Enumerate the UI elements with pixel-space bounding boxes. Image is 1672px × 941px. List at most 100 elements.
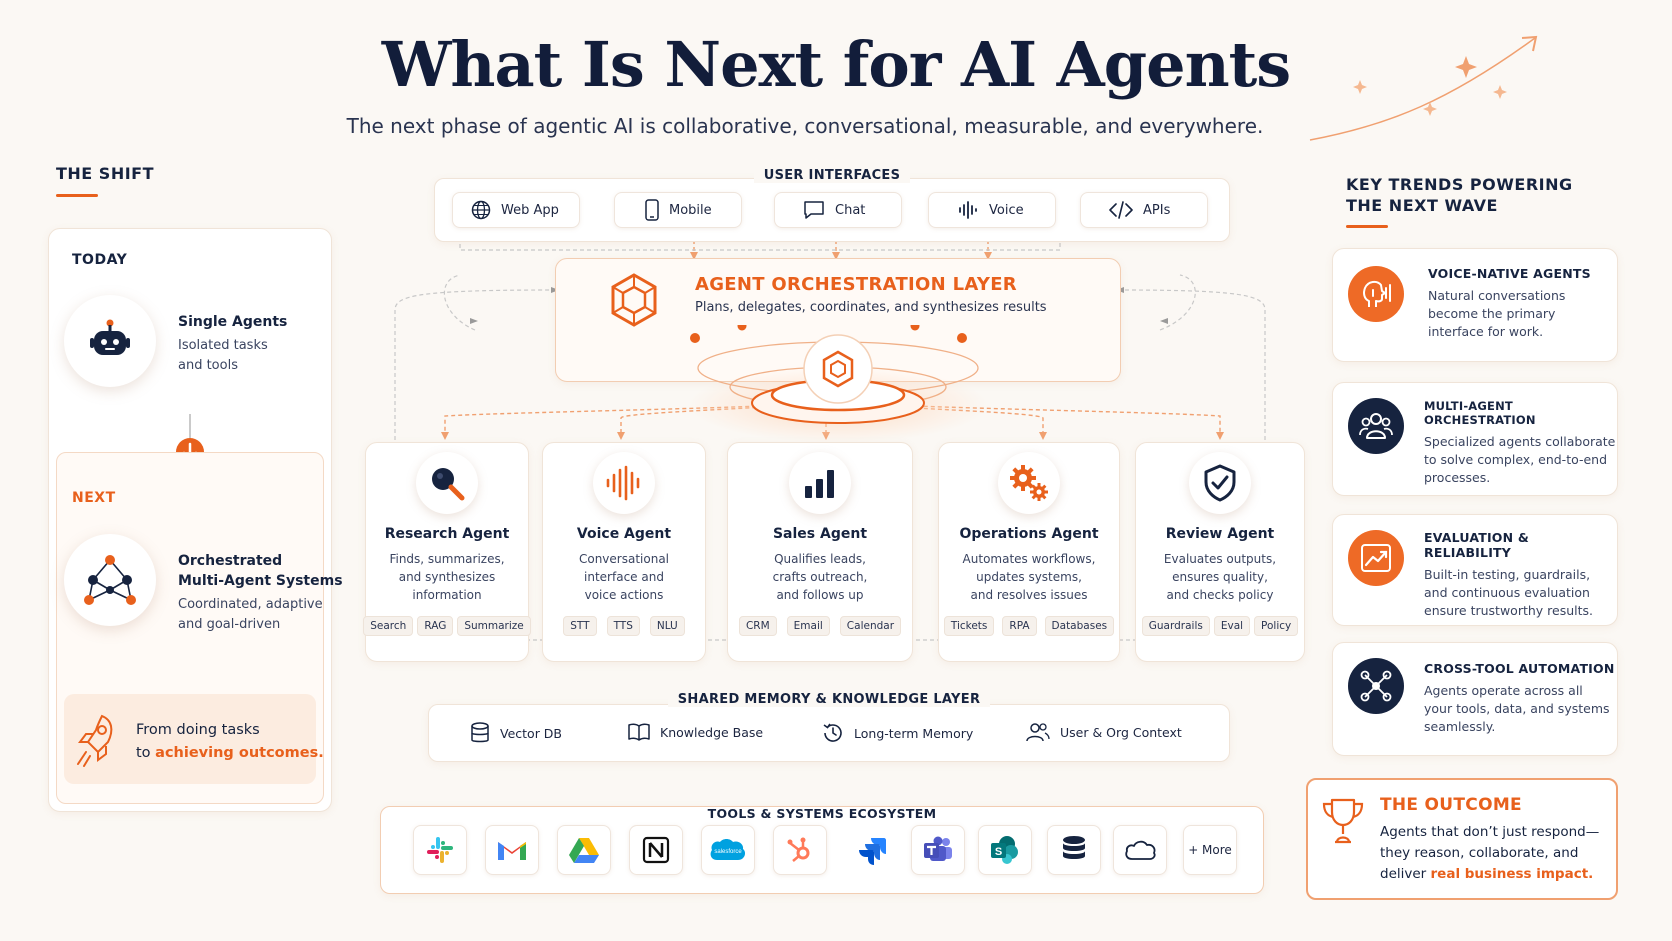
database-icon[interactable]: [1047, 825, 1101, 875]
trend-desc: seamlessly.: [1424, 719, 1496, 734]
interface-mobile[interactable]: Mobile: [614, 192, 742, 228]
agent-desc: voice actions: [584, 588, 664, 602]
hubspot-icon[interactable]: [773, 825, 827, 875]
agent-research: Research Agent Finds, summarizes, and syn…: [363, 442, 531, 652]
agent-desc: Evaluates outputs,: [1163, 552, 1277, 566]
next-label: NEXT: [72, 490, 116, 506]
trend-desc: Natural conversations: [1428, 288, 1566, 303]
team-icon: [1348, 398, 1404, 454]
memory-long-term[interactable]: Long-term Memory: [822, 722, 973, 744]
memory-label: Vector DB: [500, 725, 563, 741]
gears-icon: [998, 452, 1060, 514]
agent-desc: Automates workflows,: [962, 552, 1096, 566]
slack-icon[interactable]: [413, 825, 467, 875]
today-desc-2: and tools: [178, 358, 238, 373]
trend-title: CROSS-TOOL AUTOMATION: [1424, 661, 1615, 676]
code-icon: [1109, 201, 1133, 219]
database-icon: [471, 722, 489, 743]
today-desc-1: Isolated tasks: [178, 338, 268, 353]
memory-knowledge-base[interactable]: Knowledge Base: [628, 722, 763, 742]
agent-name: Voice Agent: [576, 526, 672, 542]
agent-name: Research Agent: [384, 526, 510, 542]
agent-name: Review Agent: [1165, 526, 1275, 542]
outcome-panel: [1306, 778, 1618, 900]
hexagon-logo-icon: [611, 273, 657, 327]
memory-heading: SHARED MEMORY & KNOWLEDGE LAYER: [428, 692, 1230, 707]
page-subtitle: The next phase of agentic AI is collabor…: [346, 114, 1264, 138]
trend-desc: and continuous evaluation: [1424, 585, 1590, 600]
tag-email: Email: [786, 616, 830, 636]
tag-databases: Databases: [1044, 616, 1115, 636]
shield-check-icon: [1189, 452, 1251, 514]
user-interfaces-heading: USER INTERFACES: [434, 168, 1230, 183]
tag-stt: STT: [563, 616, 597, 636]
interface-chat[interactable]: Chat: [774, 192, 902, 228]
interface-label: Mobile: [669, 202, 712, 218]
memory-vector-db[interactable]: Vector DB: [470, 722, 562, 744]
outcome-title: THE OUTCOME: [1380, 795, 1522, 815]
orchestration-hub-graphic: [688, 325, 988, 443]
salesforce-icon[interactable]: salesforce: [701, 825, 755, 875]
svg-text:S: S: [995, 846, 1002, 858]
next-desc-2: and goal-driven: [178, 617, 281, 632]
agent-desc: Qualifies leads,: [774, 552, 866, 566]
agent-desc: Finds, summarizes,: [389, 552, 505, 566]
outcome-text-2: they reason, collaborate, and: [1380, 845, 1579, 861]
agent-desc: updates systems,: [976, 570, 1082, 584]
next-desc-1: Coordinated, adaptive: [178, 597, 323, 612]
tag-search: Search: [363, 616, 414, 636]
tag-summarize: Summarize: [457, 616, 531, 636]
cloud-icon[interactable]: [1113, 825, 1167, 875]
voice-head-icon: [1348, 266, 1404, 322]
interface-apis[interactable]: APIs: [1080, 192, 1208, 228]
agent-desc: Conversational: [578, 552, 670, 566]
memory-label: Long-term Memory: [854, 725, 974, 741]
robot-icon: [64, 295, 156, 387]
tag-policy: Policy: [1254, 616, 1299, 636]
memory-user-org-context[interactable]: User & Org Context: [1026, 722, 1182, 742]
agent-sales: Sales Agent Qualifies leads,crafts outre…: [727, 442, 913, 652]
jira-icon[interactable]: [845, 825, 899, 875]
trend-title: VOICE-NATIVE AGENTS: [1428, 266, 1591, 281]
tag-calendar: Calendar: [839, 616, 902, 636]
rocket-icon: [77, 714, 113, 767]
chat-icon: [804, 201, 824, 219]
tag-guardrails: Guardrails: [1141, 616, 1210, 636]
trends-underline: [1346, 225, 1388, 228]
google-drive-icon[interactable]: [557, 825, 611, 875]
agent-desc: and synthesizes: [398, 570, 496, 584]
outcome-text-3a: deliver: [1380, 866, 1431, 882]
outcome-line-2b: achieving outcomes.: [155, 745, 324, 761]
tag-nlu: NLU: [649, 616, 685, 636]
agent-name: Sales Agent: [772, 526, 868, 542]
notion-icon[interactable]: [629, 825, 683, 875]
interface-web-app[interactable]: Web App: [452, 192, 580, 228]
agent-operations: Operations Agent Automates workflows,upd…: [938, 442, 1120, 652]
svg-text:salesforce: salesforce: [714, 849, 742, 855]
tools-heading: TOOLS & SYSTEMS ECOSYSTEM: [707, 806, 937, 821]
orchestration-desc: Plans, delegates, coordinates, and synth…: [695, 300, 1047, 315]
gmail-icon[interactable]: [485, 825, 539, 875]
trend-desc: ensure trustworthy results.: [1424, 603, 1594, 618]
growth-arrow-decoration: [1309, 35, 1538, 141]
microsoft-teams-icon[interactable]: [911, 825, 965, 875]
outcome-callout: [64, 694, 316, 784]
interface-voice[interactable]: Voice: [928, 192, 1056, 228]
agent-desc: and follows up: [776, 588, 864, 602]
sharepoint-icon[interactable]: S: [978, 825, 1032, 875]
agent-review: Review Agent Evaluates outputs, ensures q…: [1135, 442, 1305, 652]
today-title: Single Agents: [178, 314, 288, 330]
multi-agent-graph-icon: [64, 534, 156, 626]
agent-desc: information: [412, 588, 482, 602]
agent-desc: ensures quality,: [1172, 570, 1268, 584]
more-tools-button[interactable]: + More: [1183, 825, 1237, 875]
shift-underline: [56, 194, 98, 197]
trend-desc: become the primary: [1428, 306, 1556, 321]
outcome-line-2a: to: [136, 745, 156, 761]
tag-rpa: RPA: [1002, 616, 1037, 636]
outcome-text-3b: real business impact.: [1430, 866, 1594, 882]
trend-desc: Built-in testing, guardrails,: [1424, 567, 1591, 582]
trend-title: EVALUATION & RELIABILITY: [1424, 530, 1529, 560]
tag-tickets: Tickets: [943, 616, 995, 636]
today-label: TODAY: [72, 252, 128, 268]
